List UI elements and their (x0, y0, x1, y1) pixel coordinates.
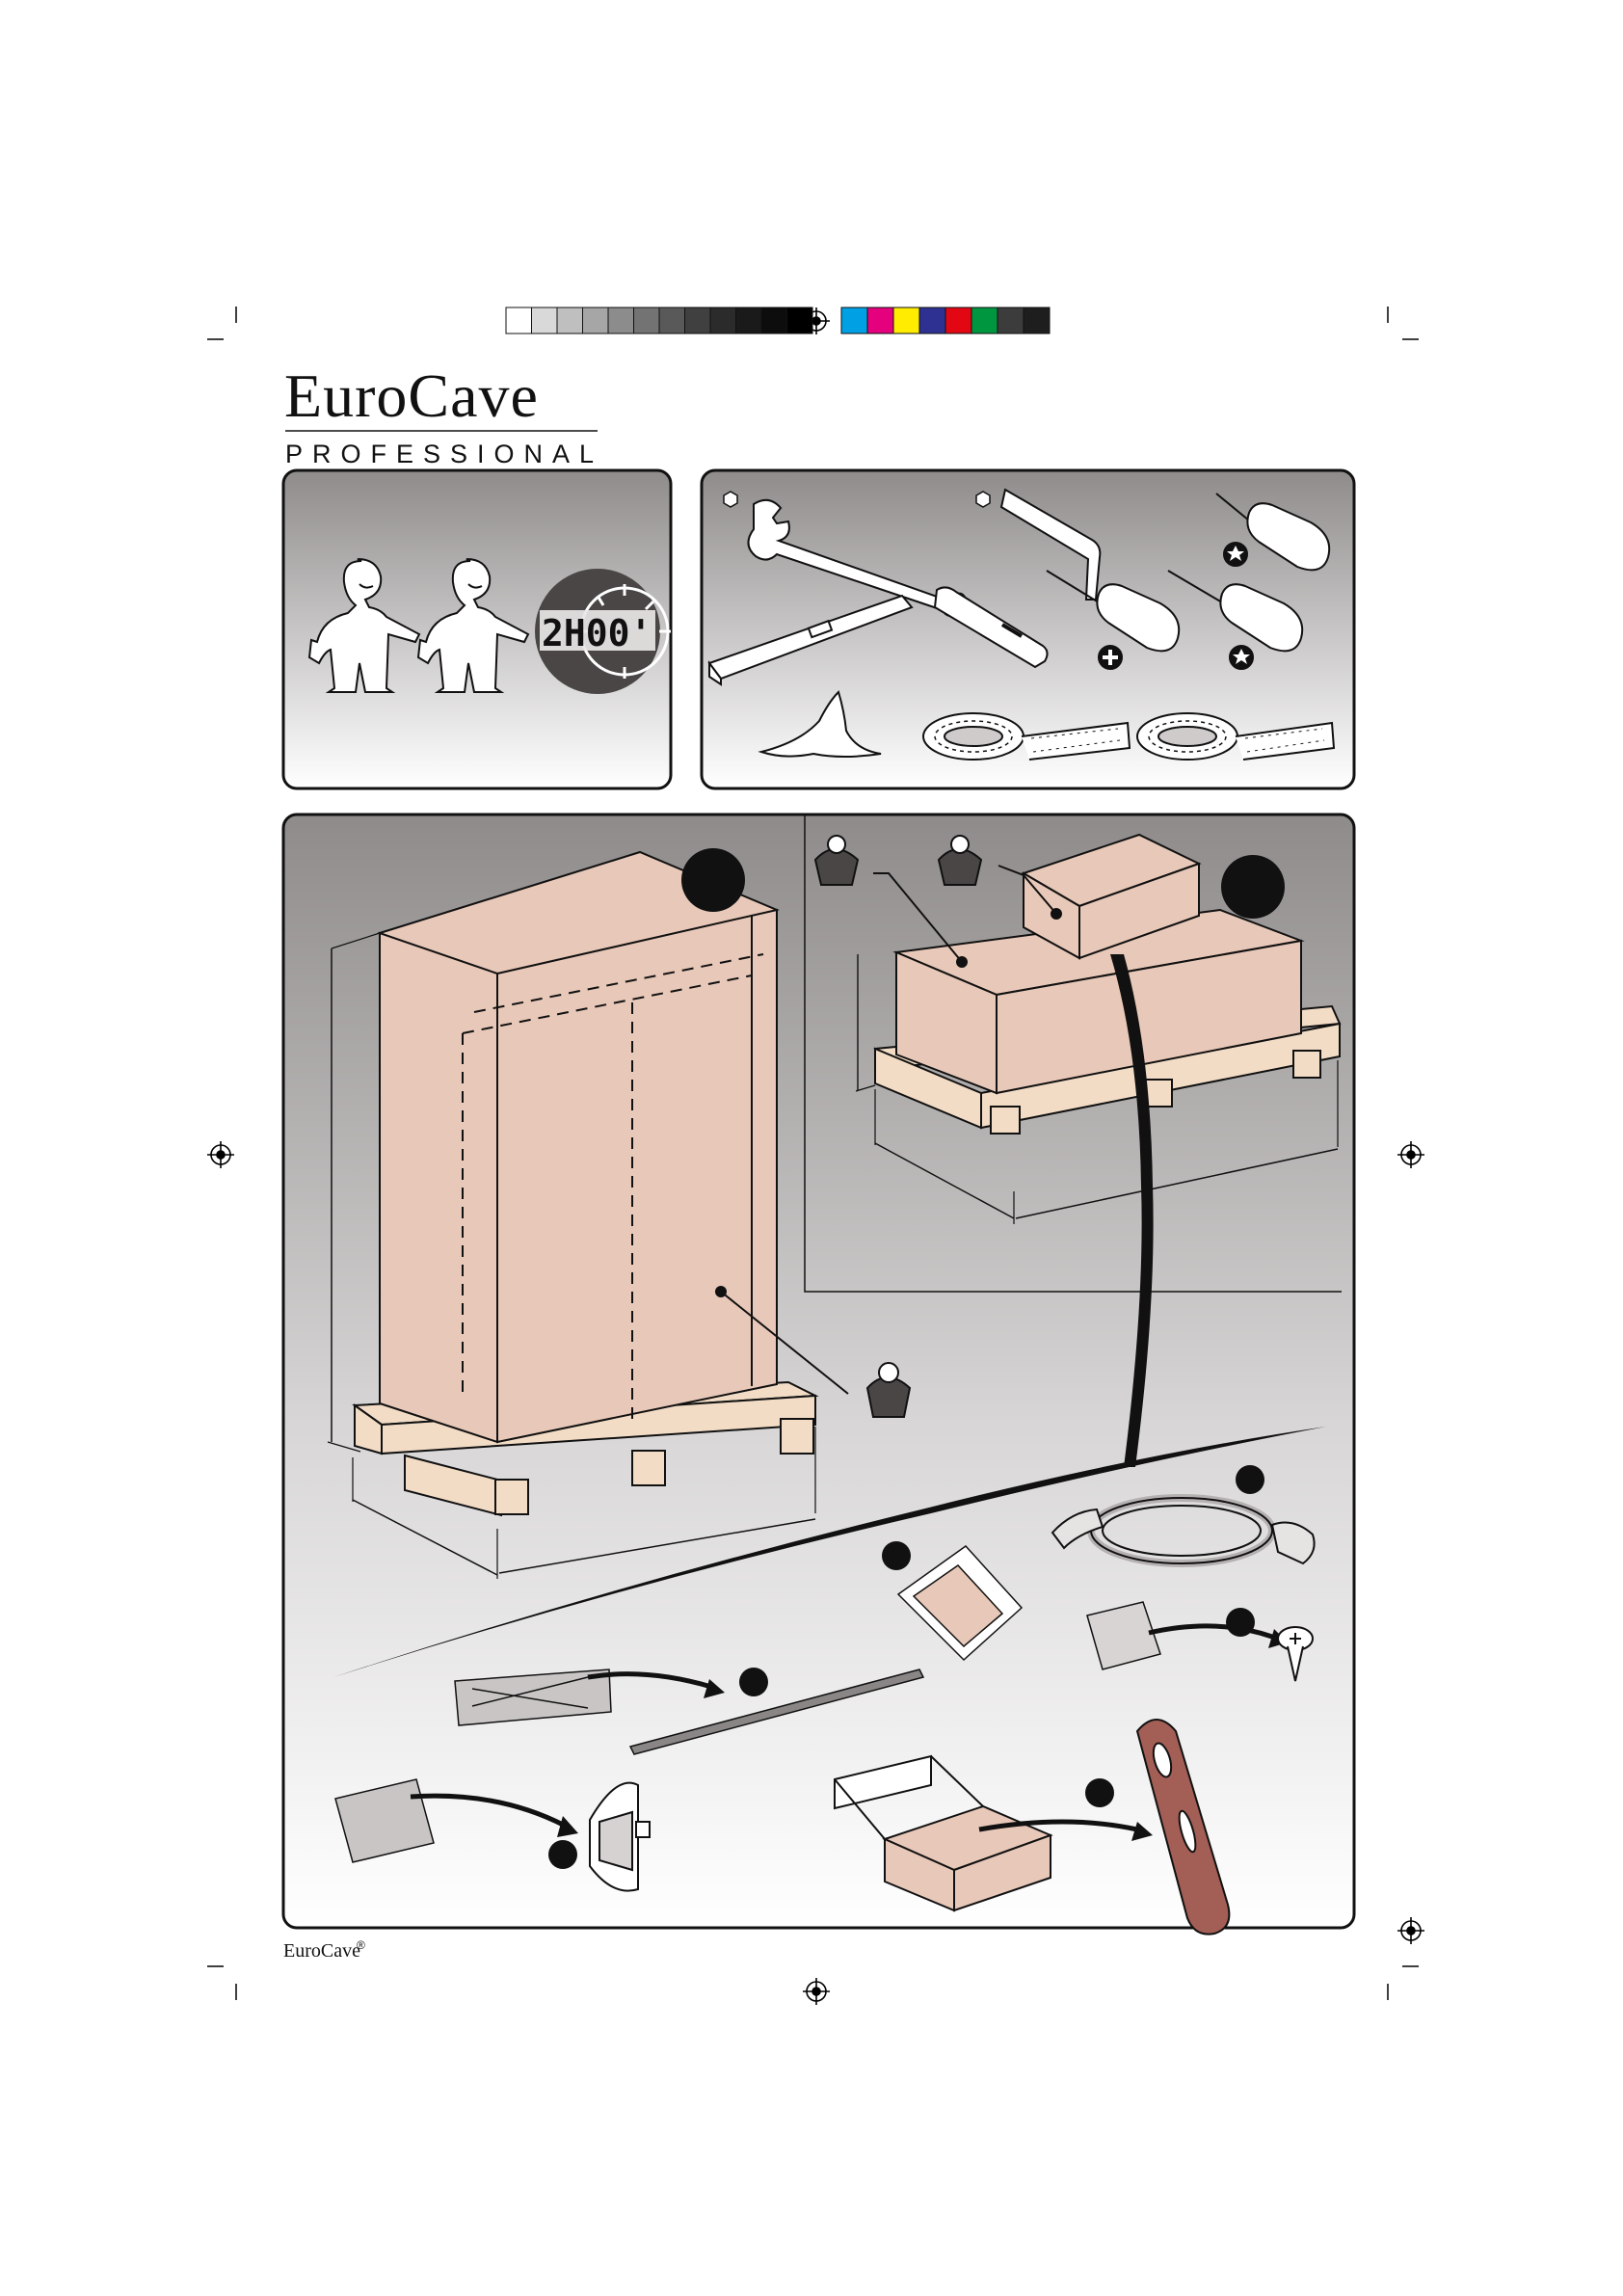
calibration-swatch (608, 307, 634, 334)
registration-target-icon (1397, 1917, 1424, 1944)
hexagon-icon (976, 492, 990, 507)
calibration-swatch (710, 307, 736, 334)
calibration-swatch (685, 307, 711, 334)
hexagon-icon (724, 492, 737, 507)
calibration-swatch (867, 307, 893, 334)
calibration-swatch (971, 307, 998, 334)
footer-registered-mark: ® (357, 1938, 365, 1952)
calibration-swatch (532, 307, 558, 334)
calibration-swatch (893, 307, 919, 334)
footer-logo: EuroCave (283, 1940, 360, 1962)
calibration-swatch (659, 307, 685, 334)
calibration-swatch (919, 307, 945, 334)
step-bullet (882, 1541, 911, 1570)
tools-panel (702, 470, 1354, 788)
gray-calibration-bar (506, 307, 812, 334)
people-time-panel: 2H00' (283, 470, 671, 788)
calibration-swatch (1024, 307, 1050, 334)
timer-display: 2H00' (542, 612, 652, 654)
calibration-swatch (736, 307, 762, 334)
step-bullet (1085, 1778, 1114, 1807)
calibration-swatch (787, 307, 813, 334)
step-bullet (1221, 855, 1285, 919)
calibration-swatch (841, 307, 867, 334)
calibration-swatch (557, 307, 583, 334)
calibration-swatch (945, 307, 971, 334)
calibration-swatch (634, 307, 660, 334)
step-bullet (739, 1668, 768, 1696)
calibration-swatch (583, 307, 609, 334)
step-bullet (548, 1840, 577, 1869)
registration-target-icon (803, 1978, 830, 2005)
unpacking-panel (283, 814, 1354, 1935)
brand-subtitle: PROFESSIONAL (285, 440, 603, 468)
calibration-swatch (761, 307, 787, 334)
step-bullet (681, 848, 745, 912)
calibration-swatch (506, 307, 532, 334)
step-bullet (1236, 1465, 1264, 1494)
brand-logo: EuroCave (284, 361, 539, 430)
color-calibration-bar (841, 307, 1050, 334)
registration-target-icon (207, 1141, 234, 1168)
calibration-swatch (998, 307, 1024, 334)
registration-target-icon (1397, 1141, 1424, 1168)
